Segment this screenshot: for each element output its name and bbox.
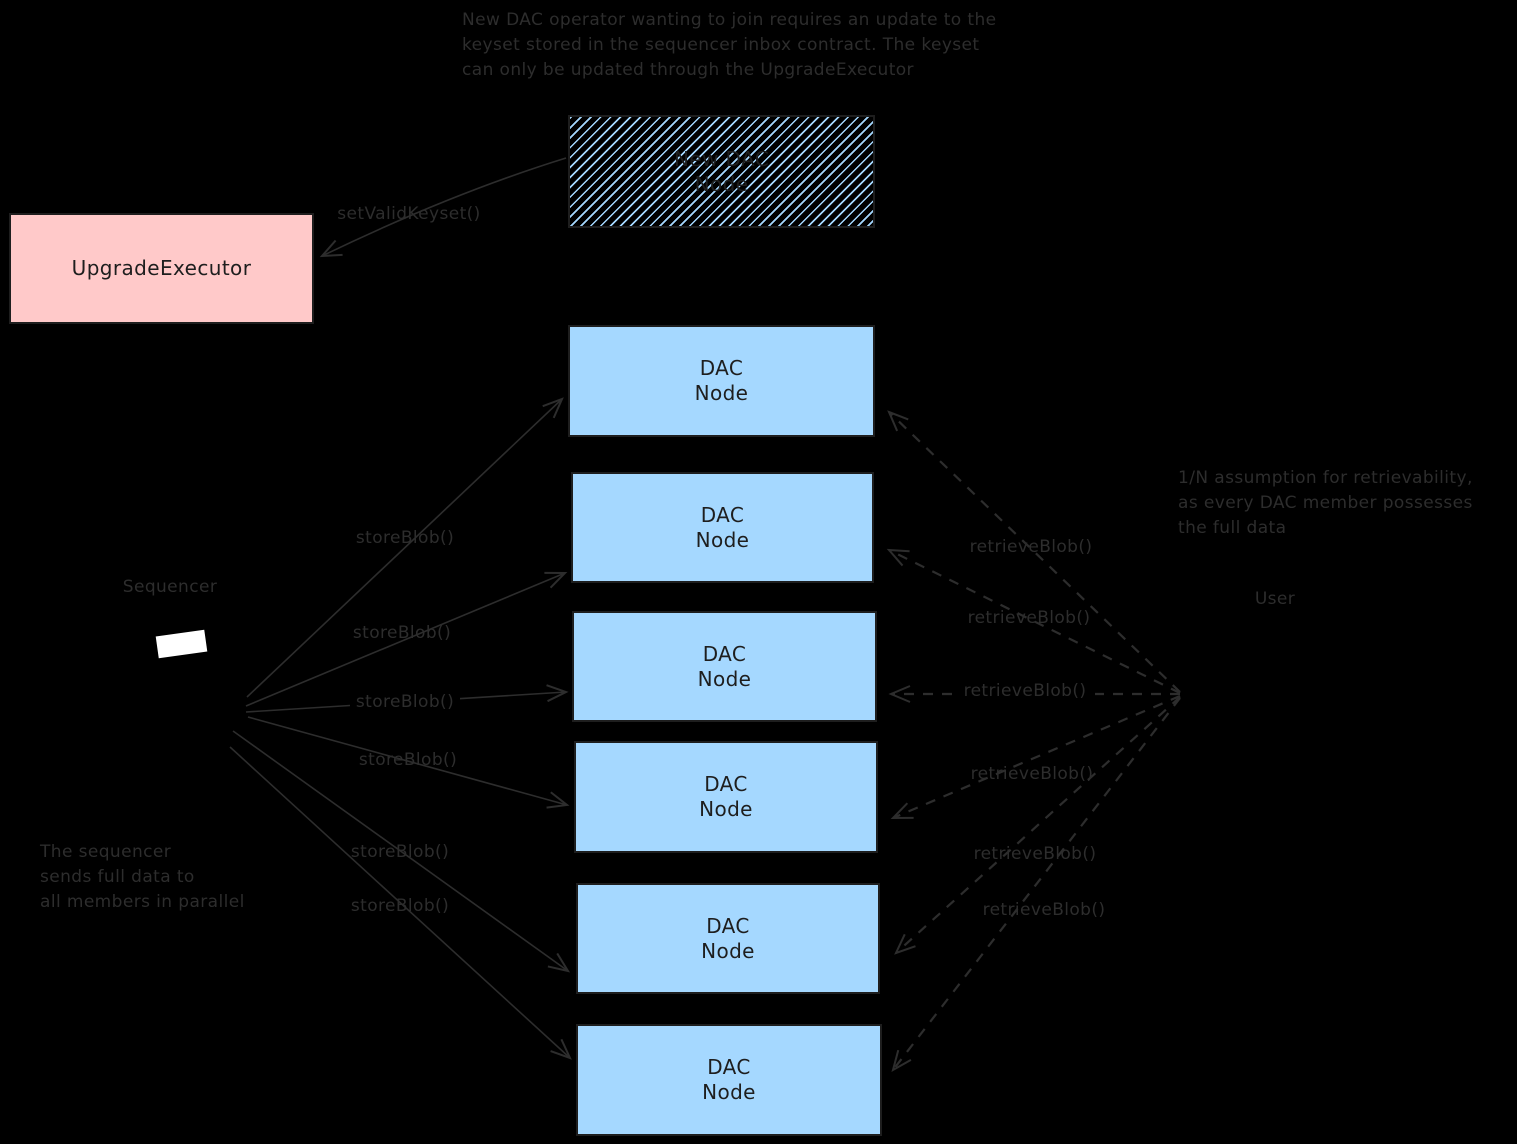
retrieve-blob-arrow-4 (890, 694, 1181, 820)
dac-node-label: Node (701, 938, 755, 963)
new-dac-node-label-line2: Node (694, 171, 749, 196)
retrieve-blob-arrow-5 (894, 696, 1181, 955)
dac-node-label: DAC (702, 641, 747, 666)
upgrade-executor-label: UpgradeExecutor (71, 256, 252, 280)
bottom-left-note-line: all members in parallel (40, 892, 245, 912)
store-blob-label-2: storeBlob() (352, 623, 452, 643)
retrieve-blob-label-4: retrieveBlob() (970, 764, 1094, 784)
store-blob-arrow-2 (245, 571, 568, 707)
dac-node-box-3: DAC Node (572, 611, 877, 722)
set-valid-keyset-arrow (319, 157, 567, 258)
bottom-left-note-line: sends full data to (40, 867, 195, 887)
store-blob-arrow-5 (232, 730, 571, 973)
dac-node-box-1: DAC Node (568, 325, 875, 437)
store-blob-label-5: storeBlob() (350, 842, 450, 862)
upgrade-executor-box: UpgradeExecutor (9, 213, 314, 324)
dac-node-label: Node (694, 381, 749, 405)
dac-node-label: Node (702, 1080, 756, 1104)
store-blob-label-4: storeBlob() (358, 750, 458, 770)
dac-node-box-6: DAC Node (576, 1024, 882, 1136)
new-dac-node-label-line1: New DAC (673, 146, 770, 171)
top-note-line: can only be updated through the UpgradeE… (462, 60, 914, 80)
store-blob-label-6: storeBlob() (350, 896, 450, 916)
retrieve-blob-label-3: retrieveBlob() (955, 681, 1095, 701)
retrieve-blob-label-1: retrieveBlob() (969, 537, 1093, 557)
dac-node-box-2: DAC Node (571, 472, 874, 583)
set-valid-keyset-label: setValidKeyset() (337, 204, 481, 224)
top-note: New DAC operator wanting to join require… (462, 8, 997, 83)
dac-node-label: DAC (700, 502, 745, 527)
store-blob-label-3: storeBlob() (350, 692, 460, 712)
bottom-left-note-line: The sequencer (40, 842, 172, 862)
dac-node-label: Node (697, 666, 752, 691)
right-note: 1/N assumption for retrievability, as ev… (1178, 466, 1473, 541)
dac-node-label: DAC (704, 772, 748, 796)
retrieve-blob-arrow-6 (891, 697, 1181, 1073)
retrieve-blob-label-2: retrieveBlob() (967, 608, 1091, 628)
dac-node-label: DAC (706, 913, 750, 938)
right-note-line: as every DAC member possesses (1178, 493, 1473, 513)
dac-node-label: Node (699, 797, 753, 821)
dac-node-label: DAC (707, 1055, 751, 1079)
retrieve-blob-arrow-2 (886, 548, 1181, 694)
user-label: User (1254, 589, 1296, 609)
store-blob-arrow-6 (229, 746, 572, 1060)
store-blob-arrow-4 (247, 716, 570, 809)
dac-node-label: Node (695, 527, 750, 552)
top-note-line: keyset stored in the sequencer inbox con… (462, 35, 980, 55)
new-dac-node-box: New DAC Node (568, 115, 875, 228)
right-note-line: the full data (1178, 518, 1287, 538)
dac-node-label: DAC (699, 356, 744, 380)
retrieve-blob-label-5: retrieveBlob() (973, 844, 1097, 864)
dac-node-box-4: DAC Node (574, 741, 878, 853)
retrieve-blob-label-6: retrieveBlob() (982, 900, 1106, 920)
store-blob-arrow-1 (246, 397, 564, 698)
right-note-line: 1/N assumption for retrievability, (1178, 468, 1473, 488)
top-note-line: New DAC operator wanting to join require… (462, 10, 997, 30)
bottom-left-note: The sequencer sends full data to all mem… (40, 840, 245, 915)
dac-node-box-5: DAC Node (576, 883, 880, 994)
store-blob-label-1: storeBlob() (355, 528, 455, 548)
sequencer-label: Sequencer (122, 577, 218, 597)
